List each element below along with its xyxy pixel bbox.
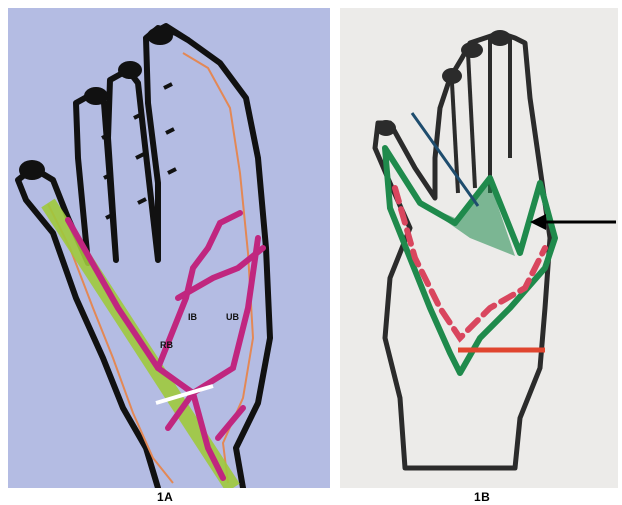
label-ib: IB <box>188 312 198 322</box>
fingertip-b2 <box>489 30 511 46</box>
panel-a-photo: RB IB UB <box>8 8 330 488</box>
panel-b-photo <box>340 8 618 488</box>
fingertip-1 <box>147 27 173 45</box>
panel-a-drawing: RB IB UB <box>8 8 330 488</box>
thumb-tip <box>19 160 45 180</box>
fingertip-3 <box>84 87 108 105</box>
fingertip-b3 <box>442 68 462 84</box>
caption-1b: 1B <box>474 490 490 504</box>
caption-1a: 1A <box>157 490 173 504</box>
fingertip-b1 <box>461 42 483 58</box>
thumb-tip-b <box>376 120 396 136</box>
label-rb: RB <box>160 340 173 350</box>
label-ub: UB <box>226 312 239 322</box>
fingertip-2 <box>118 61 142 79</box>
panel-b-drawing <box>340 8 618 488</box>
panel-b-background <box>340 8 618 488</box>
